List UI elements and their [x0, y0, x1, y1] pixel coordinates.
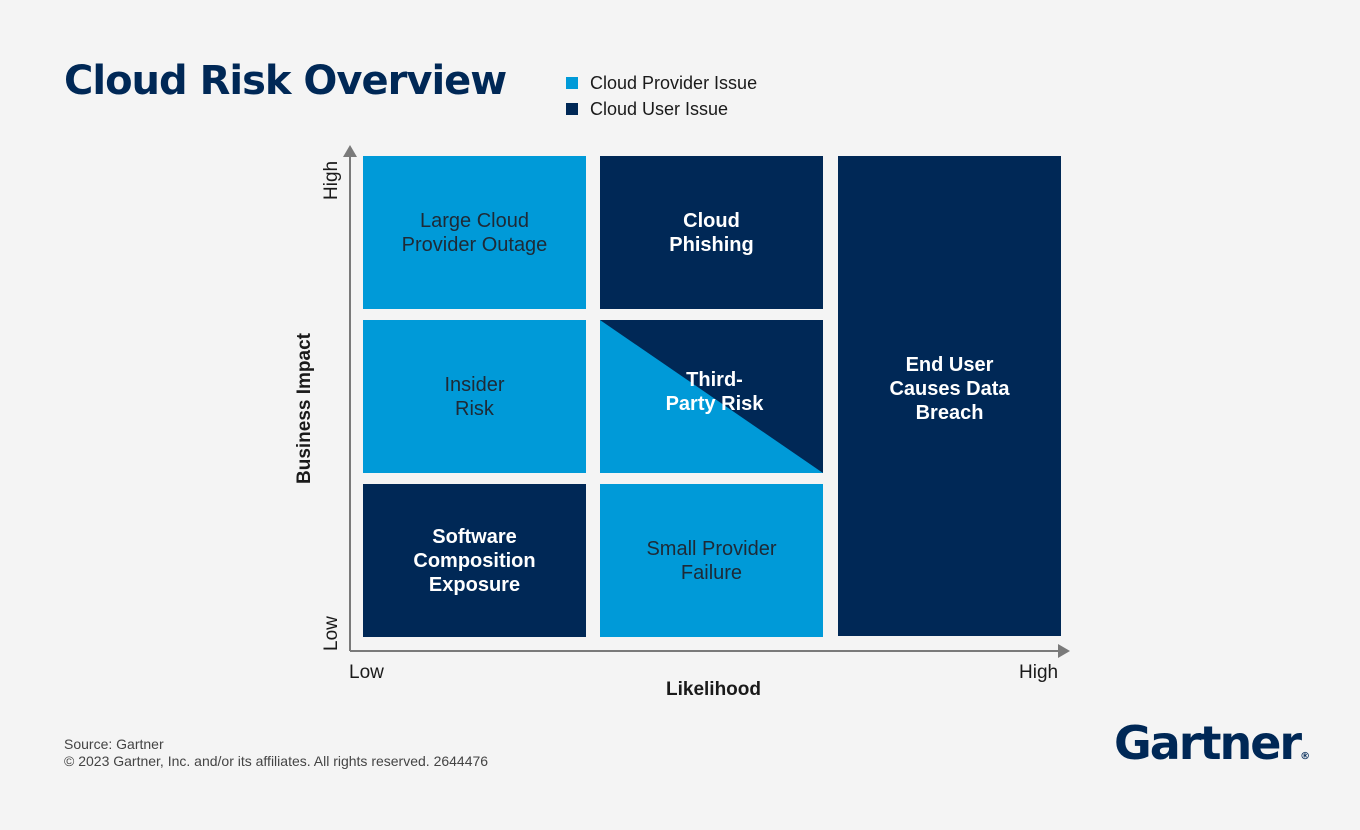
- legend-swatch-provider: [566, 77, 578, 89]
- cell-software-composition-exposure: Software Composition Exposure: [363, 484, 586, 637]
- legend-label-provider: Cloud Provider Issue: [590, 72, 758, 93]
- cell-large-cloud-provider-outage: Large Cloud Provider Outage: [363, 156, 586, 309]
- logo-text: Gartner: [1114, 716, 1302, 770]
- x-axis-arrow: [1058, 644, 1070, 658]
- cell-cloud-phishing: Cloud Phishing: [600, 156, 823, 309]
- y-axis-high-label: High: [321, 160, 342, 200]
- page-title: Cloud Risk Overview: [64, 58, 507, 104]
- y-axis-arrow: [343, 145, 357, 157]
- legend-item-user: Cloud User Issue: [566, 96, 757, 122]
- logo-registered-mark: ®: [1300, 751, 1311, 762]
- source-line: Source: Gartner: [64, 736, 164, 752]
- y-axis-title: Business Impact: [294, 333, 315, 484]
- x-axis-title: Likelihood: [666, 679, 761, 700]
- copyright-line: © 2023 Gartner, Inc. and/or its affiliat…: [64, 753, 489, 769]
- cell-insider-risk: Insider Risk: [363, 320, 586, 473]
- x-axis-low-label: Low: [349, 662, 384, 683]
- legend: Cloud Provider Issue Cloud User Issue: [566, 70, 757, 122]
- gartner-logo: Gartner®: [1114, 716, 1310, 770]
- cell-end-user-causes-data-breach: End User Causes Data Breach: [838, 156, 1061, 636]
- footer-source: Source: Gartner © 2023 Gartner, Inc. and…: [64, 736, 488, 770]
- cell-third-party-risk-label: Third- Party Risk: [665, 368, 764, 415]
- legend-swatch-user: [566, 103, 578, 115]
- cell-small-provider-failure: Small Provider Failure: [600, 484, 823, 637]
- cell-third-party-risk: Third- Party Risk: [600, 320, 823, 473]
- y-axis-low-label: Low: [321, 616, 342, 651]
- legend-item-provider: Cloud Provider Issue: [566, 70, 757, 96]
- x-axis-high-label: High: [1019, 662, 1059, 683]
- legend-label-user: Cloud User Issue: [590, 98, 729, 119]
